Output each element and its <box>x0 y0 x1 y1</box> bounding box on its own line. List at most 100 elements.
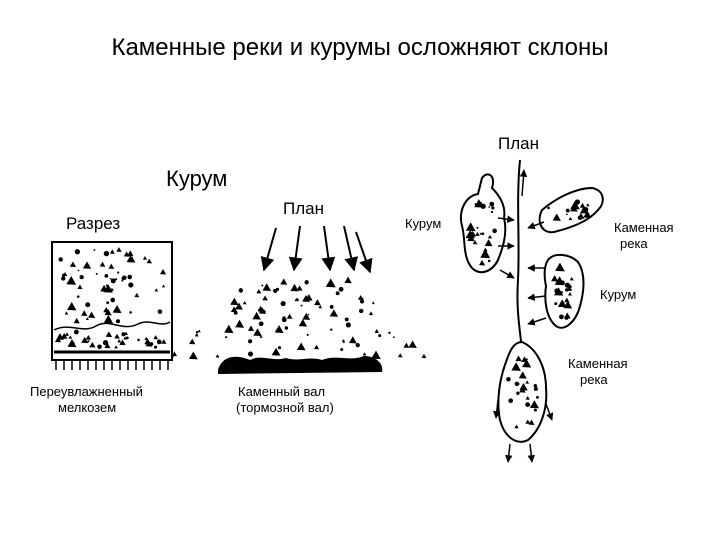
stone <box>82 261 92 269</box>
stone <box>516 355 521 360</box>
stone <box>286 313 293 319</box>
stone <box>525 419 531 424</box>
stone <box>479 232 482 235</box>
stone <box>134 292 140 298</box>
stone <box>553 287 564 296</box>
stone <box>104 342 111 349</box>
stone <box>559 314 564 320</box>
stone <box>262 283 272 291</box>
kurum-right-label: Курум <box>600 287 637 302</box>
stone <box>489 201 495 207</box>
stone <box>252 312 261 320</box>
stone <box>85 335 91 340</box>
kurum-heading: Курум <box>166 166 228 191</box>
stone <box>516 391 520 395</box>
stone <box>487 234 492 239</box>
stone <box>465 222 476 232</box>
stone <box>565 288 569 292</box>
stone <box>519 382 528 391</box>
stone <box>115 319 121 324</box>
stone <box>189 338 196 345</box>
stone <box>89 341 96 348</box>
kurum-right-blob <box>543 254 585 329</box>
stone <box>64 311 69 315</box>
stone <box>302 312 311 320</box>
stone <box>551 275 559 282</box>
stone <box>110 278 116 284</box>
stone <box>421 353 427 359</box>
stone <box>123 251 130 257</box>
stone <box>253 328 262 337</box>
stone <box>557 299 567 308</box>
stone <box>569 276 574 281</box>
stone <box>76 295 80 298</box>
kurum-left-label: Курум <box>405 216 442 231</box>
stone <box>104 308 112 316</box>
stone <box>77 269 80 272</box>
stone <box>126 255 135 263</box>
stone <box>536 395 539 399</box>
stone <box>522 359 532 368</box>
left-plan-label: План <box>283 199 324 218</box>
stone <box>57 333 62 338</box>
plan-caption-line-1: Каменный вал <box>238 384 326 399</box>
stone <box>295 297 300 301</box>
plan-caption-line-2: (тормозной вал) <box>236 400 334 415</box>
stone <box>114 345 118 349</box>
stone <box>526 358 528 361</box>
stone <box>325 278 336 288</box>
stone <box>564 297 570 303</box>
stone <box>103 314 114 324</box>
stone <box>357 294 364 300</box>
section-caption-line-2: мелкозем <box>58 400 117 415</box>
stone <box>161 284 166 288</box>
stone <box>227 326 231 330</box>
stone <box>112 305 122 314</box>
stone <box>127 250 134 257</box>
stone <box>296 285 303 291</box>
stone <box>238 288 244 293</box>
stone <box>256 289 262 294</box>
stone <box>109 249 115 254</box>
stone <box>106 301 110 305</box>
right-plan-stones <box>465 199 592 429</box>
stone <box>472 240 478 245</box>
stone <box>102 340 109 346</box>
stone <box>87 340 90 343</box>
stone-river-lower-label-1: Каменная <box>568 356 628 371</box>
stone <box>491 206 495 210</box>
stone-river-lower-label-2: река <box>580 372 608 387</box>
stone <box>103 284 113 293</box>
stone <box>480 203 486 209</box>
section-cross-section <box>51 241 173 370</box>
stone <box>528 419 535 425</box>
stone <box>66 276 77 285</box>
stone <box>566 213 568 216</box>
stone <box>344 317 349 322</box>
stone <box>314 299 321 306</box>
stone <box>359 299 365 304</box>
stone <box>242 300 247 305</box>
stone <box>194 332 199 337</box>
stone <box>235 319 245 328</box>
stone <box>104 274 109 278</box>
stone <box>518 371 527 379</box>
stone <box>247 325 255 331</box>
stone <box>567 287 572 291</box>
stone <box>474 203 477 206</box>
stone <box>97 344 102 350</box>
kurum-plan <box>171 225 427 374</box>
stone <box>121 279 124 282</box>
stone <box>114 333 120 339</box>
stone <box>345 322 351 328</box>
stone <box>371 301 375 305</box>
stone <box>368 311 374 316</box>
stone <box>492 228 497 234</box>
stone <box>564 315 569 320</box>
stone <box>261 284 264 287</box>
stone <box>481 232 485 236</box>
stone <box>508 398 514 404</box>
stone <box>475 231 480 236</box>
stone <box>479 259 486 266</box>
stone <box>116 247 122 252</box>
